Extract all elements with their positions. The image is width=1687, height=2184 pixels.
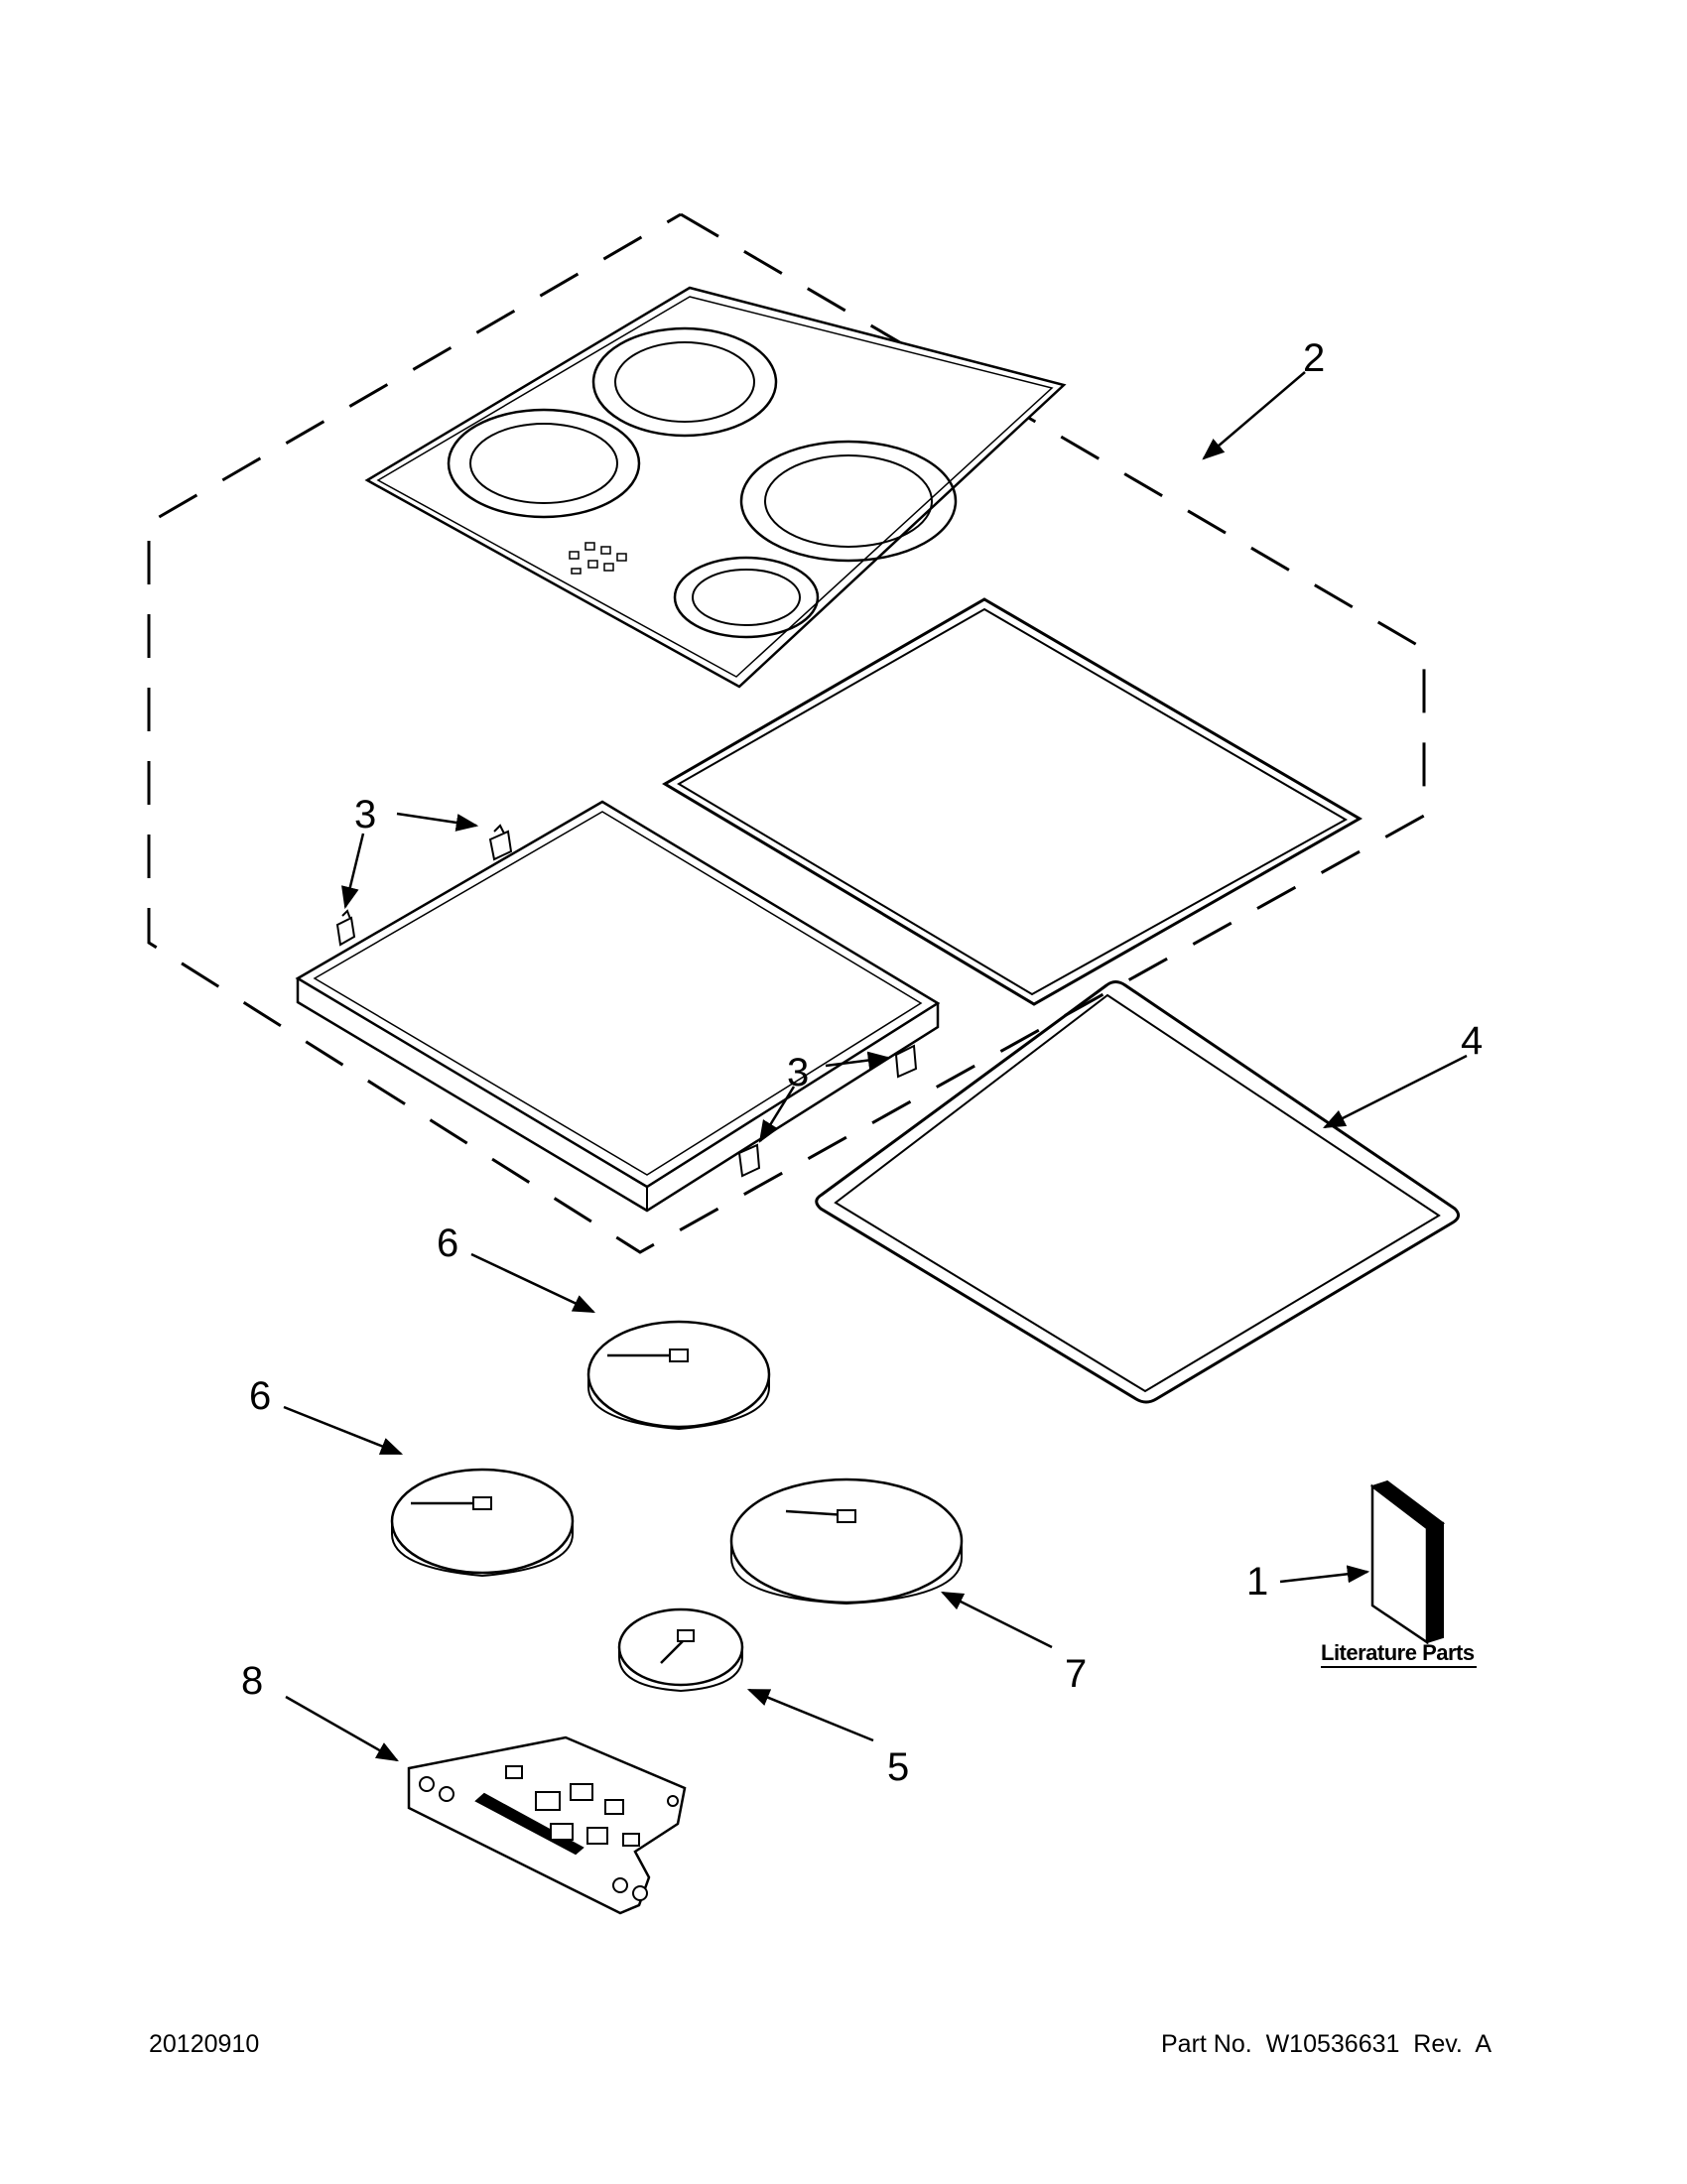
leader-5 <box>746 1688 874 1742</box>
control-board-components <box>419 1765 679 1901</box>
cooktop-glass <box>364 286 1067 689</box>
callout-2: 2 <box>1303 336 1325 380</box>
surface-element-front-left <box>390 1468 575 1578</box>
surface-element-small <box>617 1607 744 1693</box>
footer-part-number: Part No. W10536631 Rev. A <box>1161 2030 1492 2058</box>
frame-bracket-3 <box>894 1044 918 1079</box>
literature-booklet <box>1369 1479 1446 1645</box>
touch-controls <box>569 542 627 575</box>
callout-3b: 3 <box>787 1051 809 1094</box>
literature-parts-label: Literature Parts <box>1321 1640 1475 1665</box>
callout-1: 1 <box>1246 1560 1268 1604</box>
leader-3a <box>396 812 479 832</box>
leader-3c <box>825 1051 891 1070</box>
surface-element-right-large <box>729 1477 964 1606</box>
leader-3b <box>341 833 365 910</box>
assembly-dashed-boundary <box>147 212 1426 1254</box>
leader-6b <box>283 1405 404 1456</box>
callout-5: 5 <box>887 1745 909 1789</box>
leader-4 <box>1322 1054 1468 1129</box>
cooktop-seal <box>815 980 1460 1404</box>
control-board <box>407 1735 687 1915</box>
callout-3a: 3 <box>354 793 376 836</box>
leader-2 <box>1202 371 1306 460</box>
callout-6b: 6 <box>249 1374 271 1418</box>
leader-8 <box>285 1695 399 1762</box>
leader-7 <box>940 1591 1053 1649</box>
callout-4: 4 <box>1461 1019 1483 1063</box>
frame-bracket-1 <box>335 909 356 947</box>
callout-8: 8 <box>241 1659 263 1703</box>
leader-6a <box>470 1252 596 1314</box>
footer-date-code: 20120910 <box>149 2030 260 2058</box>
leader-lines <box>283 371 1468 1762</box>
surface-element-rear-left <box>586 1320 771 1431</box>
callout-7: 7 <box>1065 1652 1087 1696</box>
cooktop-frame <box>295 800 941 1213</box>
leader-3d <box>758 1086 796 1143</box>
callout-6a: 6 <box>437 1221 458 1265</box>
frame-bracket-4 <box>737 1143 761 1178</box>
glass-gasket <box>662 597 1363 1006</box>
frame-bracket-2 <box>488 824 513 861</box>
leader-1 <box>1279 1565 1370 1584</box>
